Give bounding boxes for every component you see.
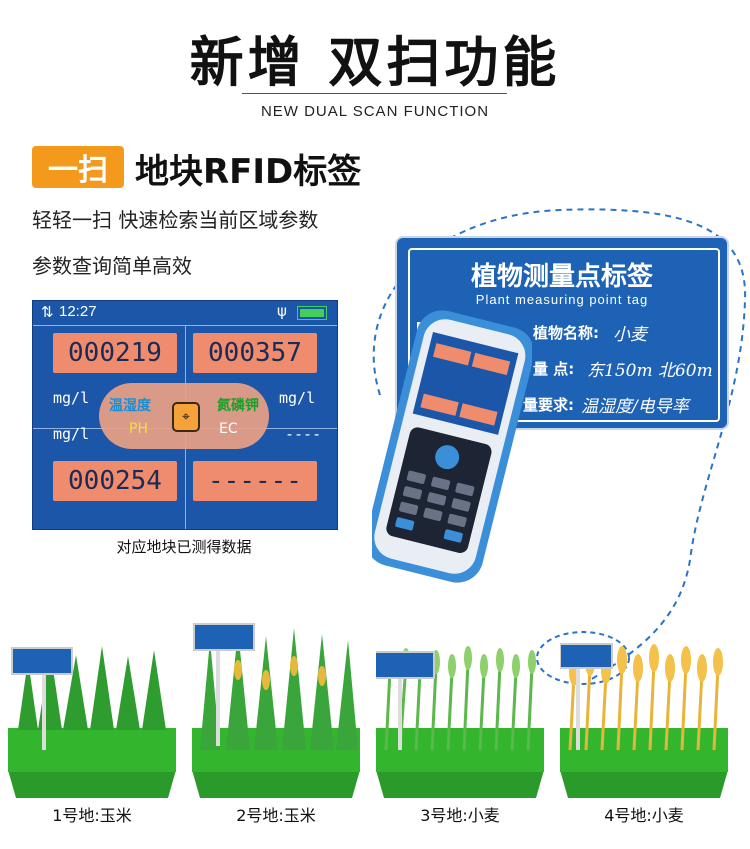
page-subtitle: NEW DUAL SCAN FUNCTION xyxy=(260,103,490,120)
reading-value-4: ------ xyxy=(193,461,317,501)
device-screen: ⇅ 12:27 ψ 000219 000357 000254 ------ mg… xyxy=(32,300,338,530)
plot-label-4: 4号地:小麦 xyxy=(604,806,684,825)
status-time: 12:27 xyxy=(59,303,97,320)
field-plot-4 xyxy=(559,600,728,800)
reading-value-3: 000254 xyxy=(53,461,177,501)
battery-icon xyxy=(297,306,327,320)
tag-label-location: 量 点: xyxy=(533,360,575,378)
unit-label: ---- xyxy=(285,425,322,443)
handheld-device xyxy=(372,310,532,583)
title-divider xyxy=(242,93,507,94)
field-plot-3 xyxy=(373,600,544,800)
mode-label-humidity: 温湿度 xyxy=(109,398,151,414)
usb-icon: ψ xyxy=(277,302,287,320)
sensor-icon[interactable]: ⌖ xyxy=(172,402,200,432)
status-bar: ⇅ 12:27 ψ xyxy=(33,301,337,323)
tag-value-location: 东150m 北60m xyxy=(587,361,713,381)
reading-value-2: 000357 xyxy=(193,333,317,373)
mode-label-ec: EC xyxy=(219,421,238,437)
section-heading: 地块RFID标签 xyxy=(135,152,362,192)
field-plot-2 xyxy=(192,600,360,800)
tag-label-requirement: 量要求: xyxy=(523,396,574,414)
page-title: 新增 双扫功能 xyxy=(189,31,561,94)
mode-label-npk: 氮磷钾 xyxy=(217,398,259,414)
screen-caption: 对应地块已测得数据 xyxy=(116,538,252,556)
unit-label: mg/l xyxy=(53,425,90,443)
unit-label: mg/l xyxy=(53,389,90,407)
tag-subtitle: Plant measuring point tag xyxy=(475,292,649,307)
description-line-1: 轻轻一扫 快速检索当前区域参数 xyxy=(32,208,319,232)
plot-label-1: 1号地:玉米 xyxy=(52,806,132,825)
signal-icon: ⇅ xyxy=(41,303,54,321)
tag-value-requirement: 温湿度/电导率 xyxy=(581,397,689,417)
reading-value-1: 000219 xyxy=(53,333,177,373)
plot-label-3: 3号地:小麦 xyxy=(420,806,500,825)
tag-title: 植物测量点标签 xyxy=(470,262,653,292)
plot-label-2: 2号地:玉米 xyxy=(236,806,316,825)
tag-label-name: 植物名称: xyxy=(533,324,599,342)
field-plot-1 xyxy=(8,600,176,800)
tag-value-name: 小麦 xyxy=(613,325,647,345)
description-line-2: 参数查询简单高效 xyxy=(32,254,192,278)
mode-label-ph: PH xyxy=(129,421,148,437)
unit-label: mg/l xyxy=(279,389,316,407)
section-badge: 一扫 xyxy=(32,146,124,188)
